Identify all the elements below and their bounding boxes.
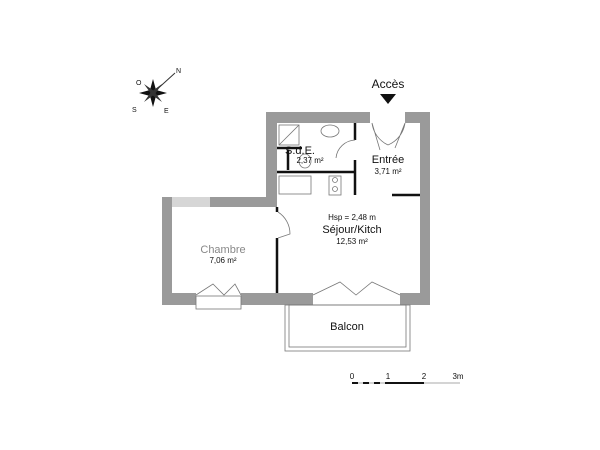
scale-label-1: 1 xyxy=(386,372,391,381)
exterior-walls xyxy=(162,112,430,305)
room-area-entree: 3,71 m² xyxy=(374,167,401,176)
ceiling-height: Hsp = 2,48 m xyxy=(328,213,376,222)
room-area-sejour: 12,53 m² xyxy=(336,237,368,246)
toilet-icon xyxy=(298,153,312,169)
room-area-sde: 2,37 m² xyxy=(296,156,323,165)
room-name-balcon: Balcon xyxy=(330,321,364,333)
scale-label-3: 3m xyxy=(452,372,463,381)
interior-partitions xyxy=(275,123,420,293)
compass-east: E xyxy=(164,108,169,115)
room-name-sde: S.d.E. xyxy=(285,145,315,157)
scale-bar: 0 1 2 3m xyxy=(350,372,464,384)
compass-south: S xyxy=(132,107,137,114)
room-area-chambre: 7,06 m² xyxy=(209,256,236,265)
balcony xyxy=(284,304,411,352)
arrow-down-icon xyxy=(380,94,396,104)
sink-icon xyxy=(320,124,340,138)
scale-label-2: 2 xyxy=(422,372,427,381)
bathroom-fixtures xyxy=(278,124,342,196)
room-name-chambre: Chambre xyxy=(200,244,245,256)
doors xyxy=(195,122,406,310)
compass-west: O xyxy=(136,80,142,87)
compass-rose-icon: N O S E xyxy=(132,68,181,115)
compass-north: N xyxy=(176,68,181,75)
access-label: Accès xyxy=(372,77,405,91)
scale-label-0: 0 xyxy=(350,372,355,381)
room-name-sejour: Séjour/Kitch xyxy=(322,224,381,236)
room-name-entree: Entrée xyxy=(372,154,404,166)
